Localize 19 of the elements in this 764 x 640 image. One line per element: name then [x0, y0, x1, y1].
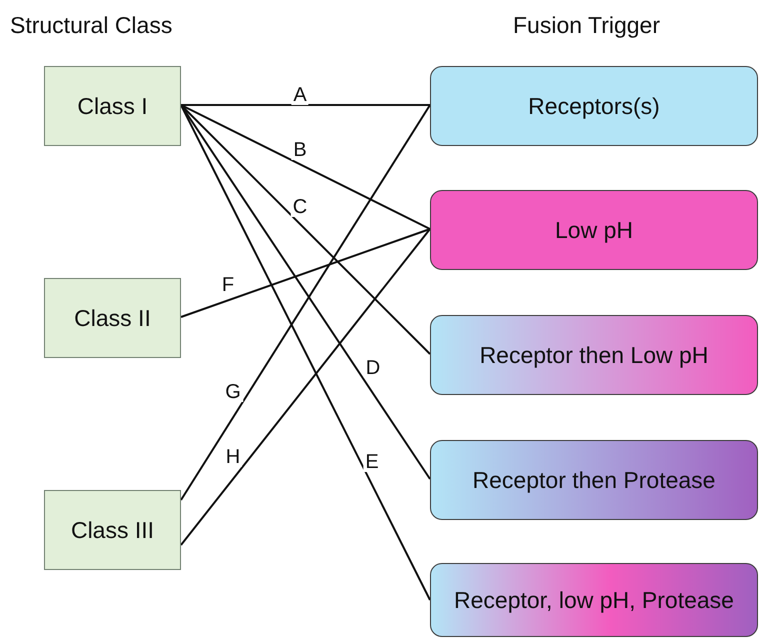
trigger-box: Receptor, low pH, Protease	[430, 563, 758, 637]
column-heading: Structural Class	[10, 12, 172, 39]
trigger-box: Receptors(s)	[430, 66, 758, 146]
trigger-box: Receptor then Protease	[430, 440, 758, 520]
class-box: Class I	[44, 66, 181, 146]
edge-label: B	[291, 140, 309, 160]
edge-label: E	[363, 452, 381, 472]
connector-line	[180, 104, 430, 230]
edge-label: G	[223, 382, 243, 402]
edge-label: A	[291, 85, 309, 105]
class-box: Class III	[44, 490, 181, 570]
connector-line	[180, 228, 430, 318]
trigger-box: Receptor then Low pH	[430, 315, 758, 395]
class-box: Class II	[44, 278, 181, 358]
edge-label: C	[290, 197, 310, 217]
connector-line	[181, 104, 430, 106]
connector-line	[180, 228, 431, 546]
column-heading: Fusion Trigger	[513, 12, 660, 39]
trigger-box: Low pH	[430, 190, 758, 270]
